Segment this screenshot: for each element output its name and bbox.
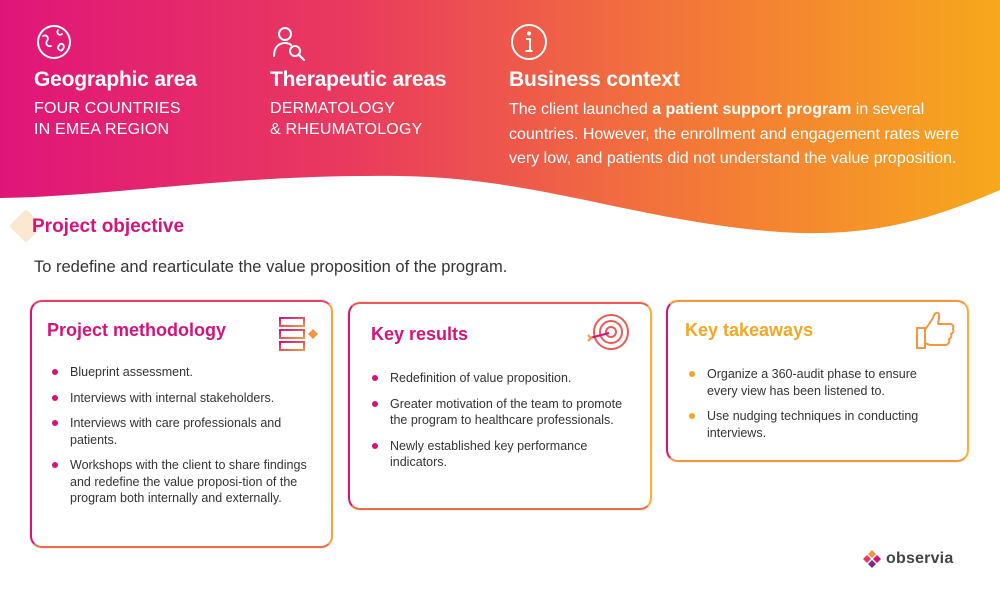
business-context-text: The client launched a patient support pr… (509, 101, 960, 167)
therapeutic-areas-line-1: DERMATOLOGY (270, 100, 396, 117)
geographic-area-line-1: FOUR COUNTRIES (34, 100, 181, 117)
key-takeaways-card: Key takeaways Organize a 360-audit phase… (666, 300, 969, 462)
list-item: Use nudging techniques in conducting int… (687, 408, 947, 441)
therapeutic-areas-section: Therapeutic areas DERMATOLOGY & RHEUMATO… (270, 22, 447, 140)
therapeutic-areas-line-2: & RHEUMATOLOGY (270, 121, 423, 138)
thumbs-up-icon (916, 311, 955, 349)
geographic-area-section: Geographic area FOUR COUNTRIES IN EMEA R… (34, 22, 197, 140)
flowchart-icon (276, 317, 318, 351)
person-search-icon (273, 27, 306, 62)
project-methodology-title: Project methodology (47, 320, 227, 340)
therapeutic-areas-title: Therapeutic areas (270, 68, 447, 91)
key-results-title: Key results (371, 324, 469, 344)
list-item: Interviews with internal stakeholders. (50, 390, 320, 407)
list-item: Interviews with care professionals and p… (50, 415, 285, 448)
key-results-card: Key results Redefinition of value propos… (348, 302, 652, 510)
list-item: Blueprint assessment. (50, 364, 320, 381)
geographic-area-line-2: IN EMEA REGION (34, 121, 170, 138)
business-context-highlight: a patient support program (652, 101, 852, 118)
list-item: Newly established key performance indica… (370, 438, 630, 471)
observia-logo: observia (862, 548, 953, 570)
list-item: Redefinition of value proposition. (370, 370, 630, 387)
list-item: Organize a 360-audit phase to ensure eve… (687, 366, 947, 399)
info-icon (511, 24, 547, 60)
key-takeaways-title: Key takeaways (685, 320, 814, 340)
globe-icon (37, 25, 71, 59)
geographic-area-title: Geographic area (34, 68, 197, 91)
key-results-list: Redefinition of value proposition. Great… (370, 370, 630, 480)
observia-logo-text: observia (886, 550, 954, 567)
project-objective-title: Project objective (32, 216, 185, 237)
business-context-title: Business context (509, 68, 680, 91)
project-objective-text: To redefine and rearticulate the value p… (34, 258, 508, 276)
project-methodology-list: Blueprint assessment. Interviews with in… (50, 364, 320, 516)
business-context-section: Business context The client launched a p… (509, 22, 979, 172)
observia-logo-mark (863, 550, 881, 568)
project-objective-heading: Project objective (9, 208, 185, 243)
list-item: Greater motivation of the team to promot… (370, 396, 630, 429)
key-takeaways-list: Organize a 360-audit phase to ensure eve… (687, 366, 952, 450)
project-methodology-card: Project methodology Blueprint assessment… (30, 300, 333, 548)
target-icon (587, 314, 629, 350)
list-item: Workshops with the client to share findi… (50, 457, 318, 507)
header-banner (0, 0, 1000, 234)
